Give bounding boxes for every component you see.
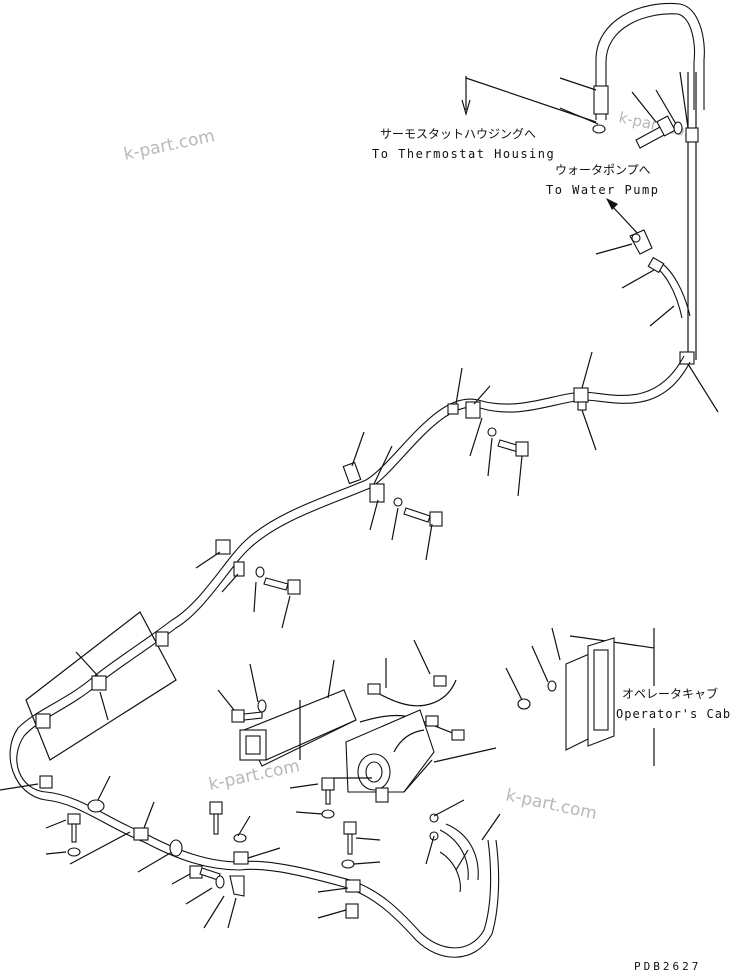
connector-3 <box>425 715 439 727</box>
connector-4 <box>451 729 465 741</box>
return-hose-outer <box>595 2 705 120</box>
duct-bolt <box>231 699 267 723</box>
right-vertical-tube <box>687 72 697 360</box>
main-tube-inner <box>9 355 685 958</box>
short-hose-clamp <box>647 256 665 274</box>
leader-clamp-lower-1 <box>0 783 39 791</box>
leader-duct <box>217 659 335 711</box>
bolt-center <box>209 801 249 865</box>
cab-panel <box>565 637 615 751</box>
leader-harness <box>385 639 431 688</box>
leader-bolt-center <box>237 815 281 859</box>
clamp-lower-3 <box>133 827 149 841</box>
clamp-d <box>215 539 301 595</box>
bolt-center-3 <box>341 821 361 919</box>
leader-cab <box>505 627 561 701</box>
bolt-lower-mid <box>189 865 245 897</box>
thermostat-arrow <box>461 76 597 123</box>
bracket-box <box>25 611 177 761</box>
drawing-number: PDB2627 <box>634 960 701 973</box>
connector-1 <box>367 683 381 695</box>
water-pump-arrowhead <box>606 198 618 210</box>
watermark-1: k-part.com <box>122 126 217 165</box>
leader-clamp-a <box>581 351 597 451</box>
connector-2 <box>433 675 447 687</box>
watermark-3: k-part.com <box>207 756 302 795</box>
leader-top-right <box>631 71 689 129</box>
return-hose-inner <box>605 13 696 120</box>
watermark-4: k-part.com <box>504 785 599 824</box>
clamp-box-1 <box>155 631 169 647</box>
leader-short-hose <box>621 269 675 327</box>
cab-outline <box>569 628 655 766</box>
cab-screws <box>517 680 557 710</box>
leader-box <box>75 651 109 721</box>
heater-blower <box>345 709 435 803</box>
bolt-lower-left <box>67 813 81 857</box>
leader-bolt-lower-left <box>45 819 131 865</box>
thermostat-label-jp: サーモスタットハウジングへ <box>380 127 536 141</box>
clamp-a <box>573 387 589 411</box>
cab-label-en: Operator's Cab <box>616 707 731 721</box>
clamp-right <box>679 351 695 365</box>
clamp-c <box>342 461 443 527</box>
heater-duct <box>239 689 357 767</box>
leader-top-left <box>559 77 599 125</box>
leader-elbow <box>595 243 633 255</box>
leader-clamp-lower-3 <box>137 801 173 873</box>
leader-clamp-b <box>455 367 523 497</box>
clamp-box-2 <box>91 675 107 691</box>
thermostat-gasket <box>592 124 606 134</box>
leader-clamp-c <box>351 431 433 561</box>
clamp-lower-4 <box>169 839 183 857</box>
leader-clamp-right <box>687 363 719 413</box>
hose-end-sleeve <box>593 85 609 115</box>
leader-blower <box>334 747 497 779</box>
clamp-lower-1 <box>39 775 53 789</box>
thermostat-label-en: To Thermostat Housing <box>372 147 555 161</box>
leader-bolt-center-3 <box>317 837 381 919</box>
clamp-lower-2 <box>87 799 105 813</box>
right-lower-hoses <box>429 813 479 893</box>
leader-bolt-center-2 <box>289 783 323 815</box>
leader-clamp-d <box>195 551 291 629</box>
water-pump-label-jp: ウォータポンプへ <box>555 163 651 177</box>
top-bolt <box>635 115 683 149</box>
water-pump-elbow <box>629 229 653 255</box>
leader-clamp-lower-2 <box>97 775 111 801</box>
clamp-box-3 <box>35 713 51 729</box>
leader-bolt-lower-mid <box>171 873 237 929</box>
vertical-tube-clip <box>685 127 699 143</box>
water-pump-arrow <box>611 205 641 237</box>
bolt-center-2 <box>321 777 335 819</box>
cab-label-jp: オペレータキャブ <box>622 686 718 701</box>
water-pump-label-en: To Water Pump <box>546 183 659 197</box>
leader-right-lower <box>425 799 501 871</box>
